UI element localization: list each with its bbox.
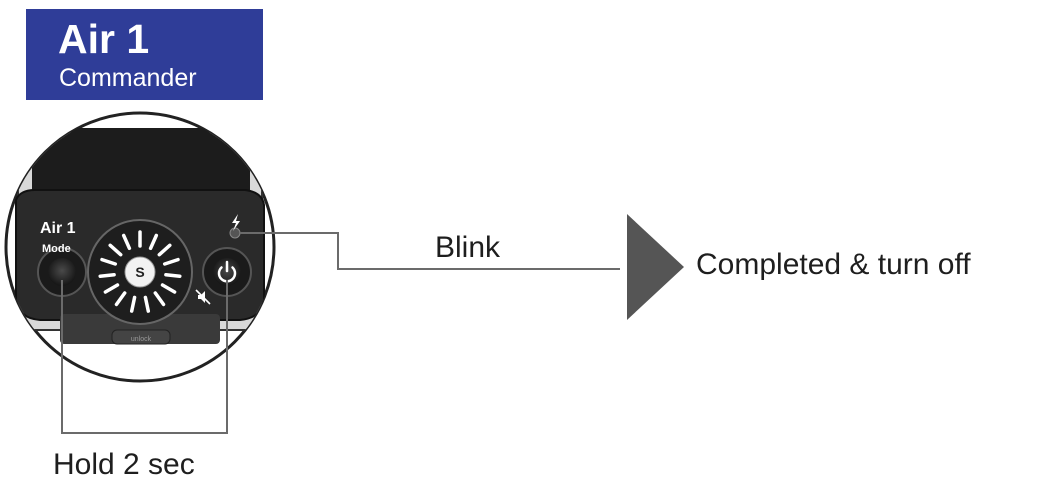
hold-label: Hold 2 sec xyxy=(53,448,195,481)
unlock-label: unlock xyxy=(131,336,152,343)
screen-panel xyxy=(32,128,250,205)
model-badge: Air 1 Commander xyxy=(26,9,263,100)
device-closeup: Air 1 Mode S unlock xyxy=(4,111,276,383)
dial-label: S xyxy=(135,264,144,280)
dial-center-s[interactable] xyxy=(124,256,156,288)
dial-ticks xyxy=(98,230,182,313)
hold-bracket-line xyxy=(61,280,228,434)
flash-led xyxy=(229,227,241,239)
blink-connector-line xyxy=(240,232,620,270)
blink-label: Blink xyxy=(435,231,501,264)
device-mode-label: Mode xyxy=(42,243,71,255)
badge-title: Air 1 xyxy=(58,16,150,62)
flash-icon xyxy=(232,214,240,231)
result-arrow xyxy=(627,214,684,320)
badge-subtitle: Commander xyxy=(59,64,197,92)
result-label: Completed & turn off xyxy=(696,248,971,281)
device-brand-label: Air 1 xyxy=(40,220,76,237)
mute-icon xyxy=(195,289,211,305)
